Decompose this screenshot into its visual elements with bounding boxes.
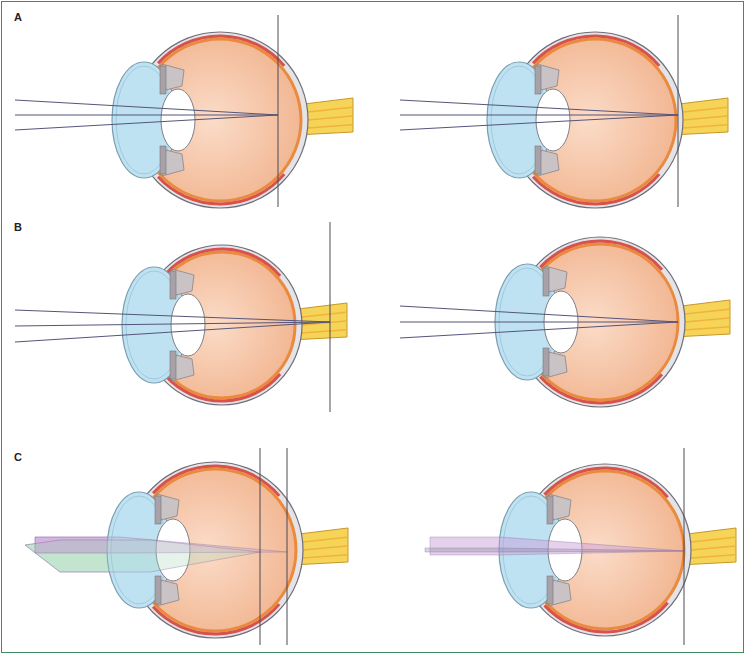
- choroid: [158, 36, 284, 66]
- light-plane: [25, 540, 260, 572]
- focal-plane-line: [278, 15, 279, 207]
- light-ray: [400, 115, 678, 130]
- light-plane: [425, 548, 684, 552]
- iris: [160, 66, 166, 94]
- panel-letter: C: [14, 452, 22, 463]
- nerve-fibre: [691, 546, 735, 550]
- choroid: [545, 468, 668, 497]
- nerve-fibre: [691, 555, 735, 558]
- iris: [547, 576, 553, 604]
- nerve-fibre: [308, 125, 352, 128]
- nerve-fibre: [308, 107, 352, 112]
- choroid: [540, 374, 662, 403]
- nerve-fibre: [303, 546, 347, 550]
- iris: [160, 146, 166, 174]
- choroid: [533, 174, 659, 204]
- nerve-fibre: [302, 330, 346, 333]
- nerve-fibre: [683, 125, 727, 128]
- nerve-fibre: [683, 116, 727, 120]
- light-ray: [15, 115, 278, 130]
- focal-plane-line: [330, 222, 331, 412]
- focal-plane-line: [684, 448, 685, 645]
- vitreous-body: [514, 39, 676, 201]
- focal-plane-line: [260, 448, 261, 645]
- iris: [543, 268, 549, 296]
- light-ray: [15, 322, 330, 342]
- light-ray: [15, 310, 330, 322]
- lens: [171, 294, 205, 356]
- nerve-fibre: [302, 312, 346, 317]
- light-ray: [400, 322, 678, 338]
- nerve-fibre: [308, 116, 352, 120]
- choroid: [540, 241, 662, 270]
- focal-plane-line: [678, 15, 679, 207]
- light-ray: [400, 306, 678, 322]
- light-ray: [15, 100, 278, 115]
- vitreous-body: [149, 252, 295, 398]
- focal-plane-line: [287, 448, 288, 645]
- iris: [535, 146, 541, 174]
- light-ray: [15, 115, 278, 116]
- iris: [170, 271, 176, 299]
- nerve-fibre: [691, 537, 735, 542]
- lens: [536, 89, 570, 151]
- nerve-fibre: [303, 537, 347, 542]
- choroid: [545, 603, 668, 632]
- eye: [487, 32, 728, 208]
- iris: [155, 496, 161, 524]
- choroid: [158, 174, 284, 204]
- light-ray: [400, 100, 678, 115]
- eye: [112, 32, 353, 208]
- nerve-fibre: [685, 318, 729, 322]
- nerve-fibre: [303, 555, 347, 558]
- panel-letter: B: [14, 222, 22, 233]
- choroid: [533, 36, 659, 66]
- panel-letter: A: [14, 12, 22, 23]
- light-ray: [400, 115, 678, 116]
- iris: [170, 351, 176, 379]
- eye: [122, 245, 347, 405]
- nerve-fibre: [685, 309, 729, 314]
- iris: [535, 66, 541, 94]
- vitreous-body: [139, 39, 301, 201]
- nerve-fibre: [683, 107, 727, 112]
- iris: [543, 348, 549, 376]
- light-ray: [400, 322, 678, 323]
- iris: [547, 496, 553, 524]
- nerve-fibre: [685, 327, 729, 330]
- iris: [155, 576, 161, 604]
